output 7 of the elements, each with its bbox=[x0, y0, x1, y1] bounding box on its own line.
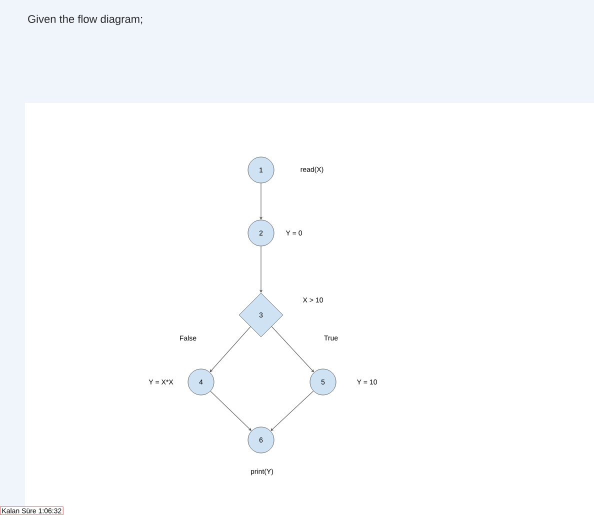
arrow bbox=[260, 182, 262, 220]
arrow bbox=[271, 326, 314, 372]
arrow bbox=[270, 390, 314, 431]
arrow bbox=[260, 246, 262, 292]
title: Given the flow diagram; bbox=[28, 14, 142, 26]
arrow bbox=[210, 326, 251, 372]
arrow bbox=[210, 390, 252, 431]
